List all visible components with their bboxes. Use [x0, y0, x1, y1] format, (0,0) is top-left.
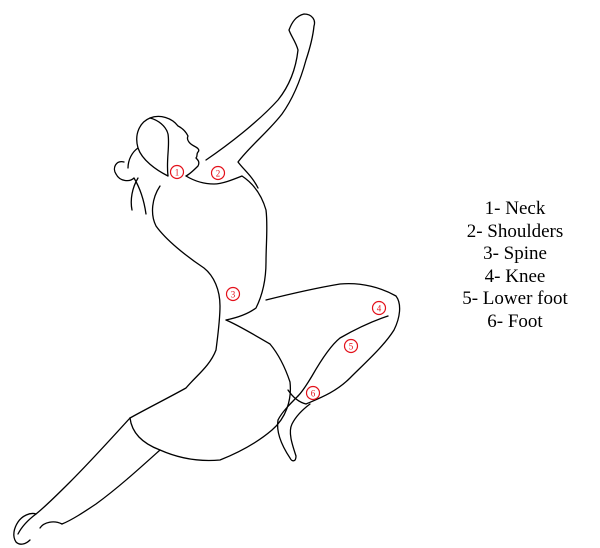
marker-knee: 4	[373, 302, 386, 315]
legend: 1- Neck 2- Shoulders 3- Spine 4- Knee 5-…	[430, 198, 600, 333]
torso-back	[130, 186, 220, 418]
marker-lower-foot: 5	[345, 340, 358, 353]
marker-shoulders: 2	[212, 167, 225, 180]
legend-item-lower-foot: 5- Lower foot	[430, 288, 600, 311]
marker-number-lower-foot: 5	[349, 342, 354, 352]
marker-spine: 3	[227, 288, 240, 301]
legend-item-shoulders: 2- Shoulders	[430, 221, 600, 244]
marker-layer: 1 2 3 4 5 6	[171, 166, 386, 400]
marker-number-shoulders: 2	[216, 169, 221, 179]
dress-hem	[130, 320, 290, 461]
raised-arm	[206, 14, 315, 188]
marker-number-foot: 6	[311, 389, 316, 399]
legend-item-foot: 6- Foot	[430, 311, 600, 334]
dancer-outline	[14, 14, 400, 544]
marker-foot: 6	[307, 387, 320, 400]
marker-number-neck: 1	[175, 168, 180, 178]
marker-number-knee: 4	[377, 304, 382, 314]
legend-item-knee: 4- Knee	[430, 266, 600, 289]
legend-item-neck: 1- Neck	[430, 198, 600, 221]
marker-neck: 1	[171, 166, 184, 179]
torso-front	[186, 176, 267, 320]
hair	[114, 118, 168, 214]
legend-item-spine: 3- Spine	[430, 243, 600, 266]
shoe	[278, 396, 310, 461]
marker-number-spine: 3	[231, 290, 236, 300]
back-leg	[18, 418, 160, 534]
